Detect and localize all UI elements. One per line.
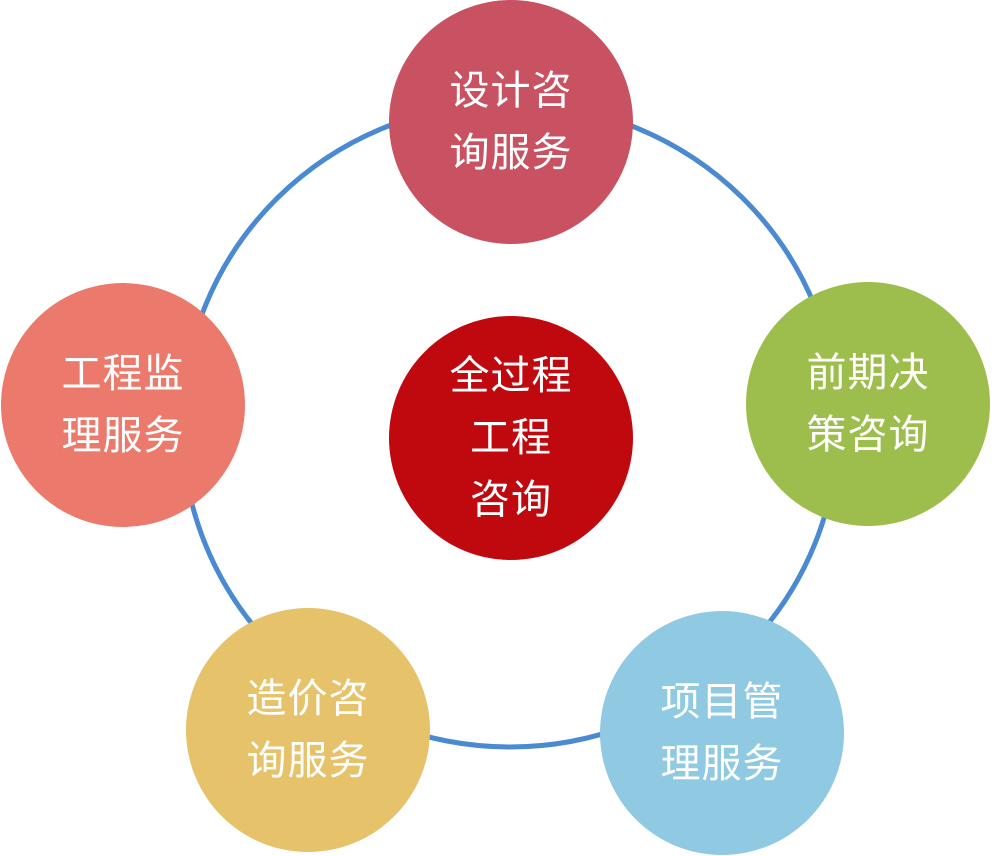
node-label-line: 策咨询 — [806, 412, 930, 458]
center-label-line: 咨询 — [470, 477, 552, 523]
node-label-line: 询服务 — [246, 738, 370, 784]
node-cost-consulting: 造价咨 询服务 — [186, 608, 430, 852]
node-label-line: 理服务 — [61, 413, 185, 459]
center-node: 全过程 工程 咨询 — [389, 316, 633, 560]
node-decision-consulting: 前期决 策咨询 — [746, 282, 990, 526]
node-label-line: 项目管 — [660, 679, 784, 725]
node-project-management: 项目管 理服务 — [600, 611, 844, 855]
node-label-line: 前期决 — [806, 350, 930, 396]
node-label-line: 造价咨 — [246, 676, 370, 722]
center-label-line: 工程 — [470, 415, 552, 461]
node-design-consulting: 设计咨 询服务 — [389, 0, 633, 244]
node-label-line: 理服务 — [660, 741, 784, 787]
node-supervision: 工程监 理服务 — [1, 283, 245, 527]
node-label-line: 工程监 — [61, 351, 185, 397]
node-label-line: 询服务 — [449, 130, 573, 176]
node-label-line: 设计咨 — [449, 68, 573, 114]
center-label-line: 全过程 — [449, 353, 573, 399]
